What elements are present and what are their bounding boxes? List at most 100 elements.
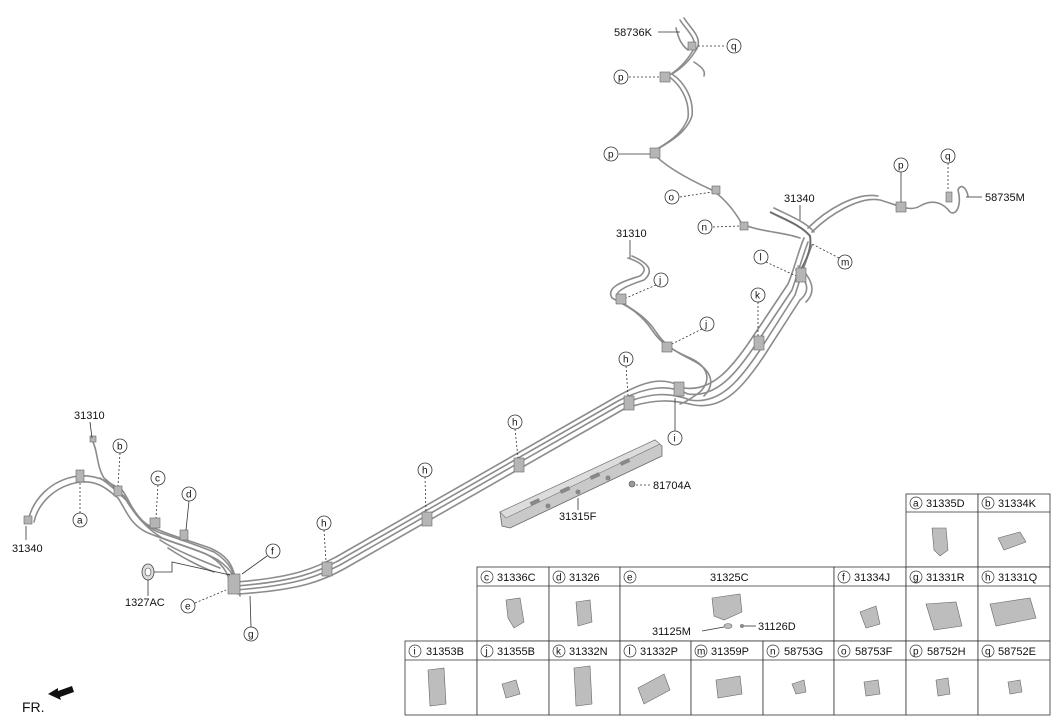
svg-text:q: q — [985, 647, 991, 658]
parts-cell-h: h 31331Q — [981, 570, 1038, 627]
svg-text:j: j — [485, 647, 488, 658]
svg-text:o: o — [669, 193, 675, 204]
clip-31332P-icon — [637, 673, 671, 705]
svg-text:h: h — [422, 466, 428, 477]
callout-l: l — [753, 249, 797, 277]
svg-text:d: d — [556, 573, 562, 584]
svg-text:d: d — [186, 490, 192, 501]
svg-text:k: k — [556, 647, 562, 658]
svg-text:o: o — [841, 647, 847, 658]
svg-text:c: c — [155, 474, 160, 485]
svg-text:31359P: 31359P — [711, 646, 749, 658]
clip-31335D-icon — [931, 527, 949, 557]
svg-text:31332P: 31332P — [640, 646, 678, 658]
grommet-1327AC-icon — [141, 561, 231, 596]
parts-row-2: c 31336C d 31326 e 31325C 31125M 31126D — [476, 566, 1051, 642]
callout-c: c — [150, 470, 166, 519]
clip-31334J-icon — [859, 605, 881, 629]
fuel-tube-assembly — [27, 17, 969, 597]
parts-cell-k: k 31332N — [552, 644, 608, 707]
parts-cell-i: i 31353B — [408, 644, 464, 707]
label-31310-left: 31310 — [74, 410, 105, 422]
callout-h-1: h — [618, 351, 634, 397]
clip-31334K-icon — [997, 531, 1027, 551]
svg-text:31336C: 31336C — [497, 572, 536, 584]
callout-p-1: p — [613, 69, 660, 85]
parts-cell-p: p 58752H — [909, 644, 966, 697]
svg-text:i: i — [674, 434, 676, 445]
svg-text:p: p — [898, 161, 904, 172]
front-label: FR. — [22, 699, 45, 715]
parts-cell-e: e 31325C 31125M 31126D — [623, 570, 796, 638]
parts-cell-j: j 31355B — [480, 644, 535, 699]
parts-row-1: a 31335D b 31334K — [905, 493, 1051, 568]
svg-text:l: l — [760, 253, 762, 264]
svg-text:b: b — [117, 442, 123, 453]
label-81704A: 81704A — [653, 480, 692, 492]
svg-text:a: a — [77, 516, 83, 527]
svg-text:e: e — [627, 573, 633, 584]
callout-h-3: h — [417, 462, 433, 513]
svg-text:f: f — [271, 547, 274, 558]
svg-text:m: m — [841, 258, 849, 269]
svg-text:p: p — [608, 150, 614, 161]
parts-cell-b: b 31334K — [981, 496, 1037, 551]
label-31310-top: 31310 — [616, 228, 647, 240]
svg-text:h: h — [512, 418, 518, 429]
svg-text:k: k — [755, 291, 761, 302]
front-arrow-icon — [48, 686, 74, 700]
tube-clips — [23, 41, 953, 595]
callout-j-1: j — [625, 272, 669, 299]
svg-text:31355B: 31355B — [497, 646, 535, 658]
svg-text:31335D: 31335D — [926, 498, 965, 510]
bolt-81704A-icon — [628, 480, 650, 488]
label-58736K: 58736K — [614, 27, 653, 39]
svg-text:i: i — [414, 647, 416, 658]
svg-text:f: f — [842, 573, 845, 584]
svg-text:q: q — [731, 42, 737, 53]
callout-q-right: q — [940, 148, 956, 190]
callout-q-top: q — [698, 38, 742, 54]
callout-k: k — [750, 287, 766, 336]
protector-plate-31315F — [499, 439, 663, 529]
clip-31359P-icon — [715, 675, 743, 699]
clip-31326-icon — [575, 599, 593, 627]
callout-m: m — [811, 243, 853, 270]
label-31340-left: 31340 — [12, 543, 43, 555]
parts-cell-n: n 58753G — [766, 644, 823, 695]
svg-text:h: h — [985, 573, 991, 584]
callout-o: o — [664, 189, 713, 205]
svg-text:58753G: 58753G — [784, 646, 823, 658]
callouts: q p p o n p q — [72, 38, 956, 642]
svg-text:p: p — [913, 647, 919, 658]
callout-h-4: h — [316, 515, 332, 563]
svg-text:h: h — [321, 519, 327, 530]
callout-f: f — [241, 543, 281, 575]
callout-a: a — [72, 482, 88, 528]
parts-cell-m: m 31359P — [694, 644, 749, 699]
svg-text:j: j — [658, 276, 661, 287]
svg-text:31334J: 31334J — [854, 572, 890, 584]
label-58735M: 58735M — [985, 192, 1025, 204]
svg-text:h: h — [623, 355, 629, 366]
callout-n: n — [697, 219, 741, 235]
svg-text:e: e — [185, 602, 191, 613]
svg-text:31331R: 31331R — [926, 572, 965, 584]
clip-31331Q-icon — [989, 597, 1037, 627]
svg-text:b: b — [985, 499, 991, 510]
label-1327AC: 1327AC — [125, 597, 165, 609]
svg-text:g: g — [913, 573, 919, 584]
svg-text:a: a — [913, 499, 919, 510]
front-direction-indicator: FR. — [22, 686, 74, 715]
clip-58753F-icon — [863, 679, 881, 697]
svg-text:q: q — [945, 152, 951, 163]
svg-text:31326: 31326 — [569, 572, 600, 584]
label-31126D: 31126D — [758, 621, 796, 633]
callout-h-2: h — [507, 414, 523, 459]
parts-cell-a: a 31335D — [909, 496, 965, 557]
parts-cell-f: f 31334J — [837, 570, 890, 629]
label-31315F: 31315F — [559, 511, 597, 523]
clip-58753G-icon — [791, 679, 807, 695]
parts-table: a 31335D b 31334K c 31336C — [404, 493, 1051, 716]
